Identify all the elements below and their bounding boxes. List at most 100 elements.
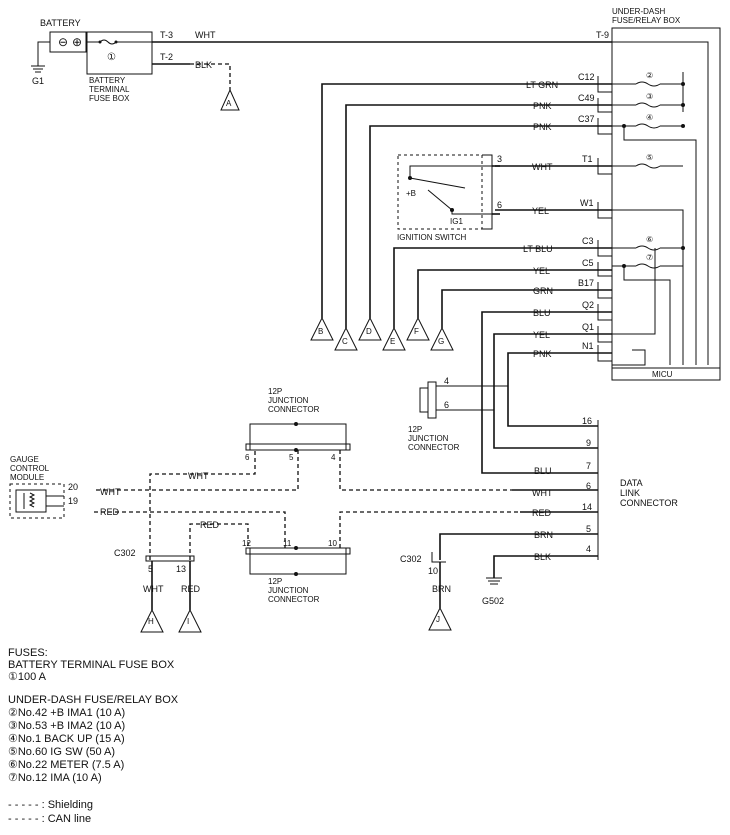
data-link-connector: 16 9 7 BLU 6 WHT 14 RED 5 BRN 4 BLK DATA… bbox=[512, 416, 678, 562]
battery-fuse-box-label-3: FUSE BOX bbox=[89, 94, 130, 103]
terminal-a-label: A bbox=[226, 99, 232, 108]
underdash-fuse-relay-box: UNDER-DASH FUSE/RELAY BOX MICU ② ③ ④ ⑤ ⑥ bbox=[611, 7, 721, 381]
can-line-legend: - - - - - : CAN line bbox=[8, 813, 92, 825]
wire-t1: WHT bbox=[532, 162, 553, 172]
battery-label: BATTERY bbox=[40, 18, 81, 28]
wire-c3: LT BLU bbox=[523, 244, 553, 254]
micu-label: MICU bbox=[652, 370, 673, 379]
wire-c37: PNK bbox=[533, 122, 552, 132]
ignition-switch-label: IGNITION SWITCH bbox=[397, 233, 467, 242]
battery-fuse-legend: ①100 A bbox=[8, 671, 47, 683]
dlc-wire-7: BLU bbox=[534, 466, 552, 476]
gauge-wire-20: WHT bbox=[100, 487, 121, 497]
dlc-pin-4: 4 bbox=[586, 544, 591, 554]
c302-pin-5: 5 bbox=[148, 564, 153, 574]
c302-right-pin: 10 bbox=[428, 566, 438, 576]
terminal-i: I bbox=[178, 608, 202, 633]
fuse-legend-2: ②No.42 +B IMA1 (10 A) bbox=[8, 707, 126, 719]
fuse-legend-5: ⑤No.60 IG SW (50 A) bbox=[8, 746, 116, 758]
svg-text:H: H bbox=[148, 617, 154, 626]
svg-text:E: E bbox=[390, 337, 395, 346]
jc-top-pin-5: 5 bbox=[289, 453, 294, 462]
wire-q1: YEL bbox=[533, 330, 550, 340]
dlc-label-1: DATA bbox=[620, 478, 643, 488]
pin-c3: C3 bbox=[582, 236, 594, 246]
battery: ⊖ ⊕ BATTERY bbox=[40, 18, 87, 53]
pin-c37: C37 bbox=[578, 114, 595, 124]
g502-ground-icon bbox=[486, 577, 502, 585]
small-junction-label-3: CONNECTOR bbox=[408, 443, 460, 452]
jc-top-pin-6: 6 bbox=[245, 453, 250, 462]
gauge-label-3: MODULE bbox=[10, 473, 44, 482]
fuse-legend-7: ⑦No.12 IMA (10 A) bbox=[8, 772, 102, 784]
connector-wires bbox=[321, 83, 612, 474]
fuse-2-marker: ② bbox=[646, 71, 653, 80]
fuse-3-marker: ③ bbox=[646, 92, 653, 101]
wire-w1: YEL bbox=[532, 206, 549, 216]
fuse-legend-6: ⑥No.22 METER (7.5 A) bbox=[8, 759, 125, 771]
jc-bottom-pin-11: 11 bbox=[283, 539, 292, 548]
gauge-wire-19: RED bbox=[100, 507, 120, 517]
gauge-pin-19: 19 bbox=[68, 496, 78, 506]
ignition-ig1-label: IG1 bbox=[450, 217, 463, 226]
underdash-label-1: UNDER-DASH bbox=[612, 7, 666, 16]
battery-ground-wire-label: BLK bbox=[195, 60, 212, 70]
pin-t1: T1 bbox=[582, 154, 593, 164]
svg-text:B: B bbox=[318, 327, 323, 336]
jc-bottom-pin-12: 12 bbox=[242, 539, 251, 548]
gauge-control-module: GAUGE CONTROL MODULE 20 19 WHT RED bbox=[9, 455, 121, 519]
battery-fuse-box-label-2: TERMINAL bbox=[89, 85, 130, 94]
terminal-g: G bbox=[430, 326, 454, 351]
ignition-pin-3: 3 bbox=[497, 154, 502, 164]
gauge-label-2: CONTROL bbox=[10, 464, 50, 473]
jc-top-wht-label: WHT bbox=[188, 471, 209, 481]
pin-c12: C12 bbox=[578, 72, 595, 82]
small-junction-label-2: JUNCTION bbox=[408, 434, 449, 443]
pin-b17: B17 bbox=[578, 278, 594, 288]
gauge-pin-20: 20 bbox=[68, 482, 78, 492]
ignition-b-label: +B bbox=[406, 189, 416, 198]
svg-text:J: J bbox=[436, 615, 440, 624]
jc-red-label: RED bbox=[200, 520, 220, 530]
jc-bottom-label-1: 12P bbox=[268, 577, 282, 586]
dlc-wire-6: WHT bbox=[532, 488, 553, 498]
gauge-label-1: GAUGE bbox=[10, 455, 39, 464]
terminal-c: C bbox=[334, 326, 358, 351]
c302-right-label: C302 bbox=[400, 554, 422, 564]
pin-c49: C49 bbox=[578, 93, 595, 103]
svg-text:D: D bbox=[366, 327, 372, 336]
c302-wire-wht: WHT bbox=[143, 584, 164, 594]
battery-negative-symbol: ⊖ bbox=[58, 35, 68, 49]
dlc-pin-9: 9 bbox=[586, 438, 591, 448]
junction-connector-bottom: 12 11 10 12P JUNCTION CONNECTOR bbox=[242, 539, 351, 604]
terminal-j: J bbox=[428, 606, 452, 631]
jc-bottom-label-2: JUNCTION bbox=[268, 586, 309, 595]
dlc-label-2: LINK bbox=[620, 488, 640, 498]
fuse-legend-4: ④No.1 BACK UP (15 A) bbox=[8, 733, 125, 745]
pin-w1: W1 bbox=[580, 198, 594, 208]
pin-c5: C5 bbox=[582, 258, 594, 268]
dlc-wire-14: RED bbox=[532, 508, 552, 518]
connector-tabs bbox=[597, 76, 612, 362]
c302-pin-13: 13 bbox=[176, 564, 186, 574]
fuses-title: FUSES: bbox=[8, 647, 48, 659]
underdash-label-2: FUSE/RELAY BOX bbox=[612, 16, 681, 25]
c302-wire-red: RED bbox=[181, 584, 201, 594]
ignition-switch: +B IG1 IGNITION SWITCH 3 6 bbox=[397, 154, 502, 242]
pin-n1: N1 bbox=[582, 341, 594, 351]
dlc-pin-5: 5 bbox=[586, 524, 591, 534]
g1-ground-icon bbox=[31, 65, 45, 73]
battery-fuse-box-label-1: BATTERY bbox=[89, 76, 126, 85]
svg-text:I: I bbox=[187, 617, 189, 626]
g502-label: G502 bbox=[482, 596, 504, 606]
terminal-t3-label: T-3 bbox=[160, 30, 173, 40]
c302-left-connector: C302 5 13 WHT RED bbox=[114, 548, 201, 610]
dlc-pin-16: 16 bbox=[582, 416, 592, 426]
jc-bottom-pin-10: 10 bbox=[328, 539, 337, 548]
fuse-5-marker: ⑤ bbox=[646, 153, 653, 162]
dlc-wire-5: BRN bbox=[534, 530, 553, 540]
battery-positive-symbol: ⊕ bbox=[72, 35, 82, 49]
terminal-t2-label: T-2 bbox=[160, 52, 173, 62]
svg-text:F: F bbox=[414, 327, 419, 336]
